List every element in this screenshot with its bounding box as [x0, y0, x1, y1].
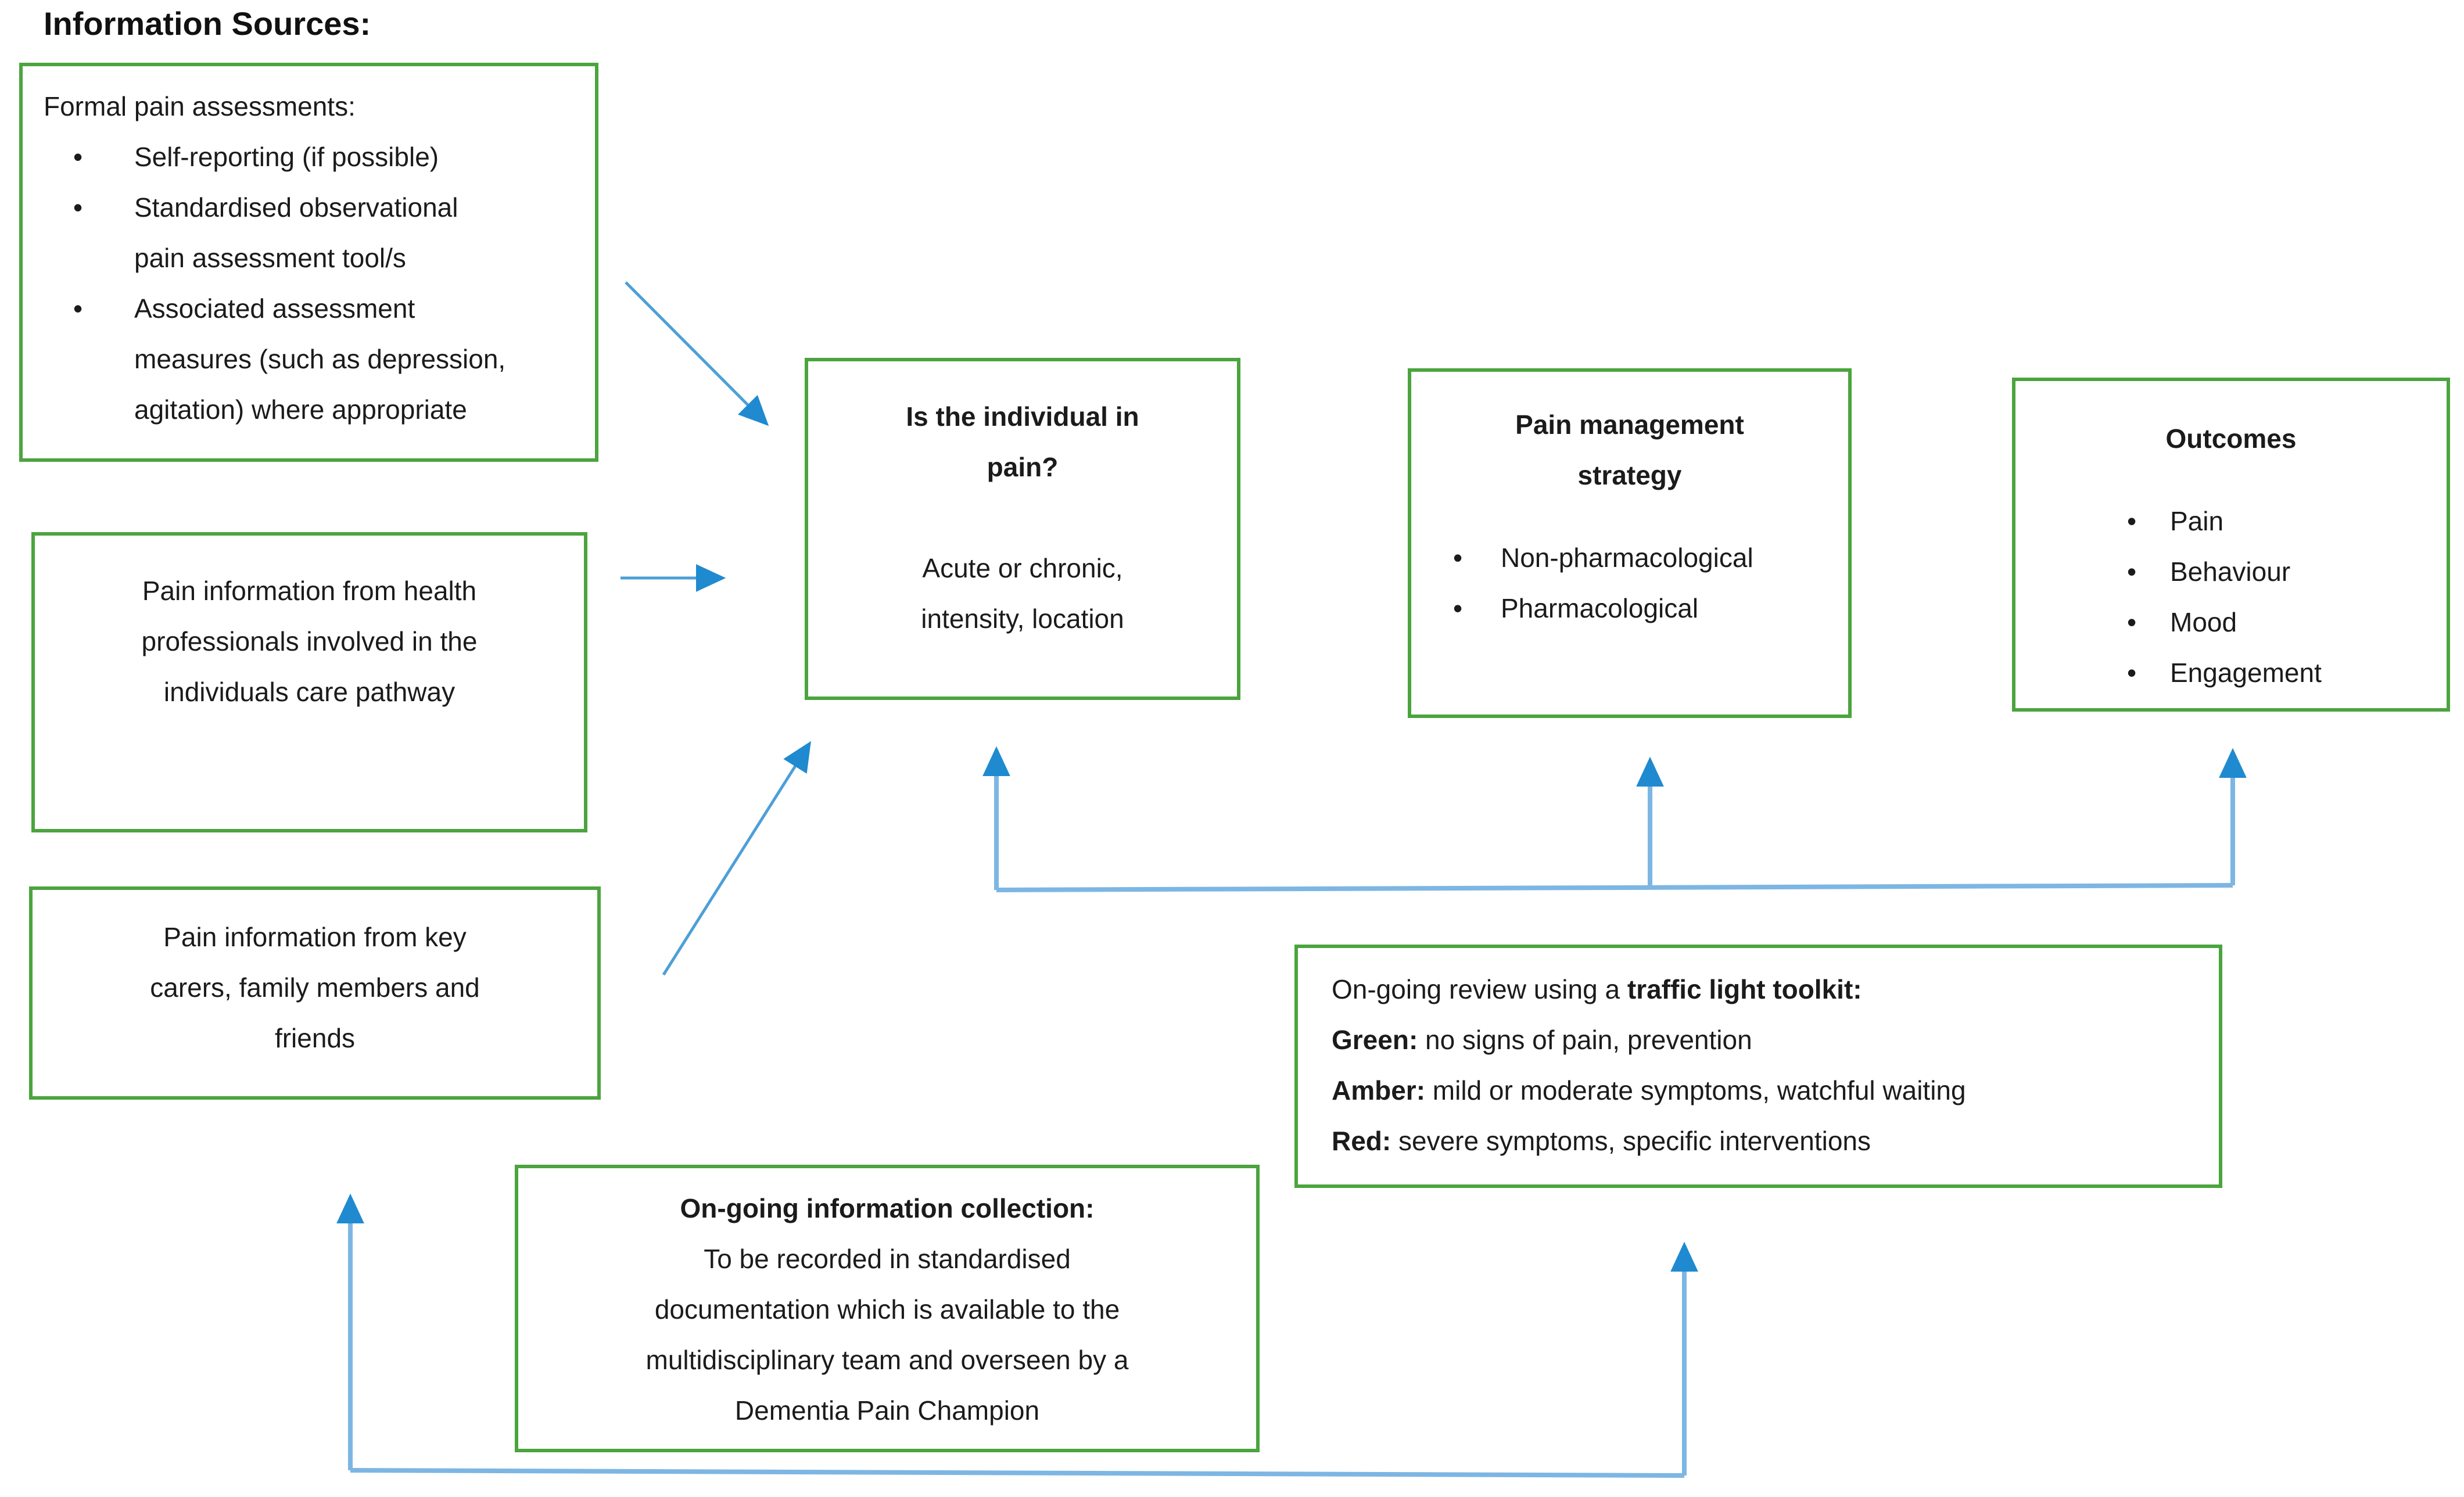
list-item: • Standardised observational pain assess…	[44, 182, 578, 283]
bullet-icon: •	[73, 293, 83, 324]
box-text-line: Pain information from health	[142, 576, 477, 606]
health-professionals-box: Pain information from health professiona…	[31, 532, 587, 832]
bullet-icon: •	[2127, 557, 2137, 587]
bullet-icon: •	[1453, 593, 1463, 623]
box-text-line: friends	[274, 1023, 356, 1053]
individual-in-pain-box: Is the individual in pain? Acute or chro…	[805, 358, 1240, 700]
collection-line: To be recorded in standardised	[704, 1244, 1071, 1274]
strategy-title-line: strategy	[1577, 460, 1682, 490]
bullet-icon: •	[2127, 658, 2137, 688]
collection-line: Dementia Pain Champion	[734, 1395, 1040, 1426]
bullet-icon: •	[2127, 506, 2137, 536]
outcomes-title: Outcomes	[2165, 423, 2297, 454]
list-item-label: Standardised observational pain assessme…	[134, 192, 458, 273]
list-item-label: Non-pharmacological	[1501, 543, 1753, 573]
formal-pain-assessments-box: Formal pain assessments: • Self-reportin…	[19, 63, 598, 462]
list-item-label: Behaviour	[2170, 557, 2291, 587]
formal-box-heading: Formal pain assessments:	[44, 91, 356, 121]
bullet-icon: •	[2127, 607, 2137, 637]
list-item: • Pain	[2127, 496, 2447, 547]
collection-line: multidisciplinary team and overseen by a	[645, 1345, 1129, 1375]
spacer	[2015, 464, 2447, 496]
key-carers-box: Pain information from key carers, family…	[29, 886, 601, 1100]
spacer	[1411, 501, 1848, 533]
feedback-connector-lower	[350, 1468, 1685, 1478]
box-text-line: individuals care pathway	[163, 677, 456, 707]
spacer	[808, 493, 1237, 543]
outcomes-box: Outcomes • Pain • Behaviour • Mood • Eng…	[2012, 378, 2450, 712]
list-item: • Behaviour	[2127, 547, 2447, 597]
review-line: Amber: mild or moderate symptoms, watchf…	[1332, 1075, 1966, 1105]
box-text-line: Pain information from key	[163, 922, 467, 952]
list-item: • Non-pharmacological	[1453, 533, 1848, 583]
box-text-line: carers, family members and	[150, 972, 480, 1003]
list-item: • Mood	[2127, 597, 2447, 648]
list-item: • Associated assessment measures (such a…	[44, 283, 578, 435]
information-collection-box: On-going information collection: To be r…	[515, 1165, 1260, 1452]
list-item-label: Pharmacological	[1501, 593, 1699, 623]
bullet-icon: •	[73, 142, 83, 172]
review-line: Green: no signs of pain, prevention	[1332, 1025, 1752, 1055]
list-item-label: Self-reporting (if possible)	[134, 142, 439, 172]
review-line: On-going review using a traffic light to…	[1332, 974, 1862, 1004]
review-line: Red: severe symptoms, specific intervent…	[1332, 1126, 1871, 1156]
pain-box-title-line: Is the individual in	[906, 401, 1139, 432]
list-item: • Self-reporting (if possible)	[44, 132, 578, 182]
feedback-connector-upper	[996, 883, 2233, 892]
list-item: • Engagement	[2127, 648, 2447, 698]
arrow-carers-to-pain	[662, 741, 811, 976]
arrow-assessments-to-pain	[625, 281, 769, 426]
list-item-label: Mood	[2170, 607, 2237, 637]
page-title: Information Sources:	[44, 5, 371, 42]
collection-line: documentation which is available to the	[654, 1294, 1120, 1324]
list-item: • Pharmacological	[1453, 583, 1848, 634]
pain-box-sub-line: intensity, location	[921, 604, 1124, 634]
list-item-label: Engagement	[2170, 658, 2322, 688]
list-item-label: Pain	[2170, 506, 2224, 536]
box-text-line: professionals involved in the	[141, 626, 478, 656]
traffic-light-review-box: On-going review using a traffic light to…	[1294, 945, 2222, 1188]
list-item-label: Associated assessment measures (such as …	[134, 293, 506, 425]
pain-management-strategy-box: Pain management strategy • Non-pharmacol…	[1408, 368, 1852, 718]
strategy-title-line: Pain management	[1515, 410, 1744, 440]
pain-box-sub-line: Acute or chronic,	[922, 553, 1123, 583]
bullet-icon: •	[73, 192, 83, 222]
bullet-icon: •	[1453, 543, 1463, 573]
collection-title: On-going information collection:	[680, 1193, 1095, 1223]
pain-box-title-line: pain?	[987, 452, 1059, 482]
